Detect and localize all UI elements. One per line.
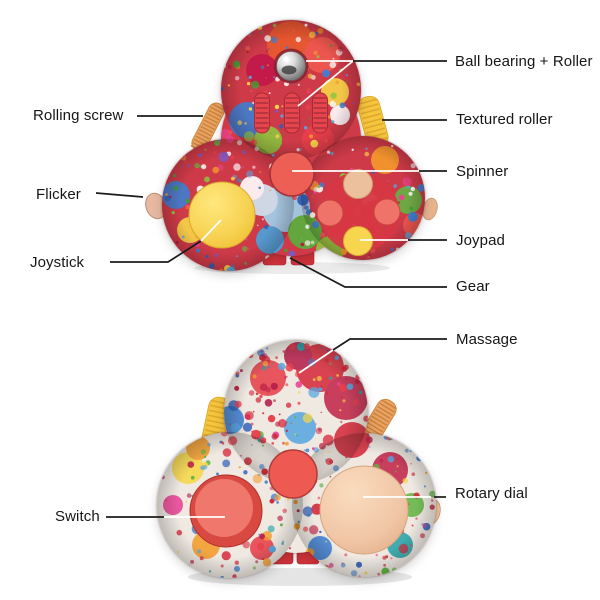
label-spinner: Spinner (456, 163, 509, 180)
leader-massage-white (298, 349, 334, 374)
roller-left (254, 92, 270, 134)
label-joypad: Joypad (456, 232, 505, 249)
label-flicker: Flicker (36, 186, 81, 203)
label-gear: Gear (456, 278, 490, 295)
label-ball-bearing-roller: Ball bearing + Roller (455, 53, 593, 70)
leader-lines (95, 60, 447, 518)
leader-joystick (110, 240, 202, 263)
label-switch: Switch (55, 508, 100, 525)
label-joystick: Joystick (30, 254, 85, 271)
joystick-button (188, 181, 256, 249)
label-massage: Massage (456, 331, 518, 348)
spinner-button (269, 151, 315, 197)
toy-back-view (157, 340, 441, 586)
rotary-dial-button (319, 465, 409, 555)
switch-button (189, 474, 263, 548)
label-textured-roller: Textured roller (456, 111, 553, 128)
ball-bearing (273, 48, 309, 84)
label-rolling-screw: Rolling screw (33, 107, 124, 124)
massage-button (268, 449, 318, 499)
leader-ball-bearing-diag (297, 60, 354, 107)
leader-massage (332, 338, 447, 351)
roller-right (312, 92, 328, 134)
roller-center (284, 92, 300, 134)
leader-gear (289, 257, 447, 288)
label-rotary-dial: Rotary dial (455, 485, 528, 502)
toy-front-view (145, 20, 438, 274)
joypad-cluster (316, 169, 401, 256)
leader-flicker (95, 192, 144, 198)
leader-joystick-white (200, 219, 222, 242)
